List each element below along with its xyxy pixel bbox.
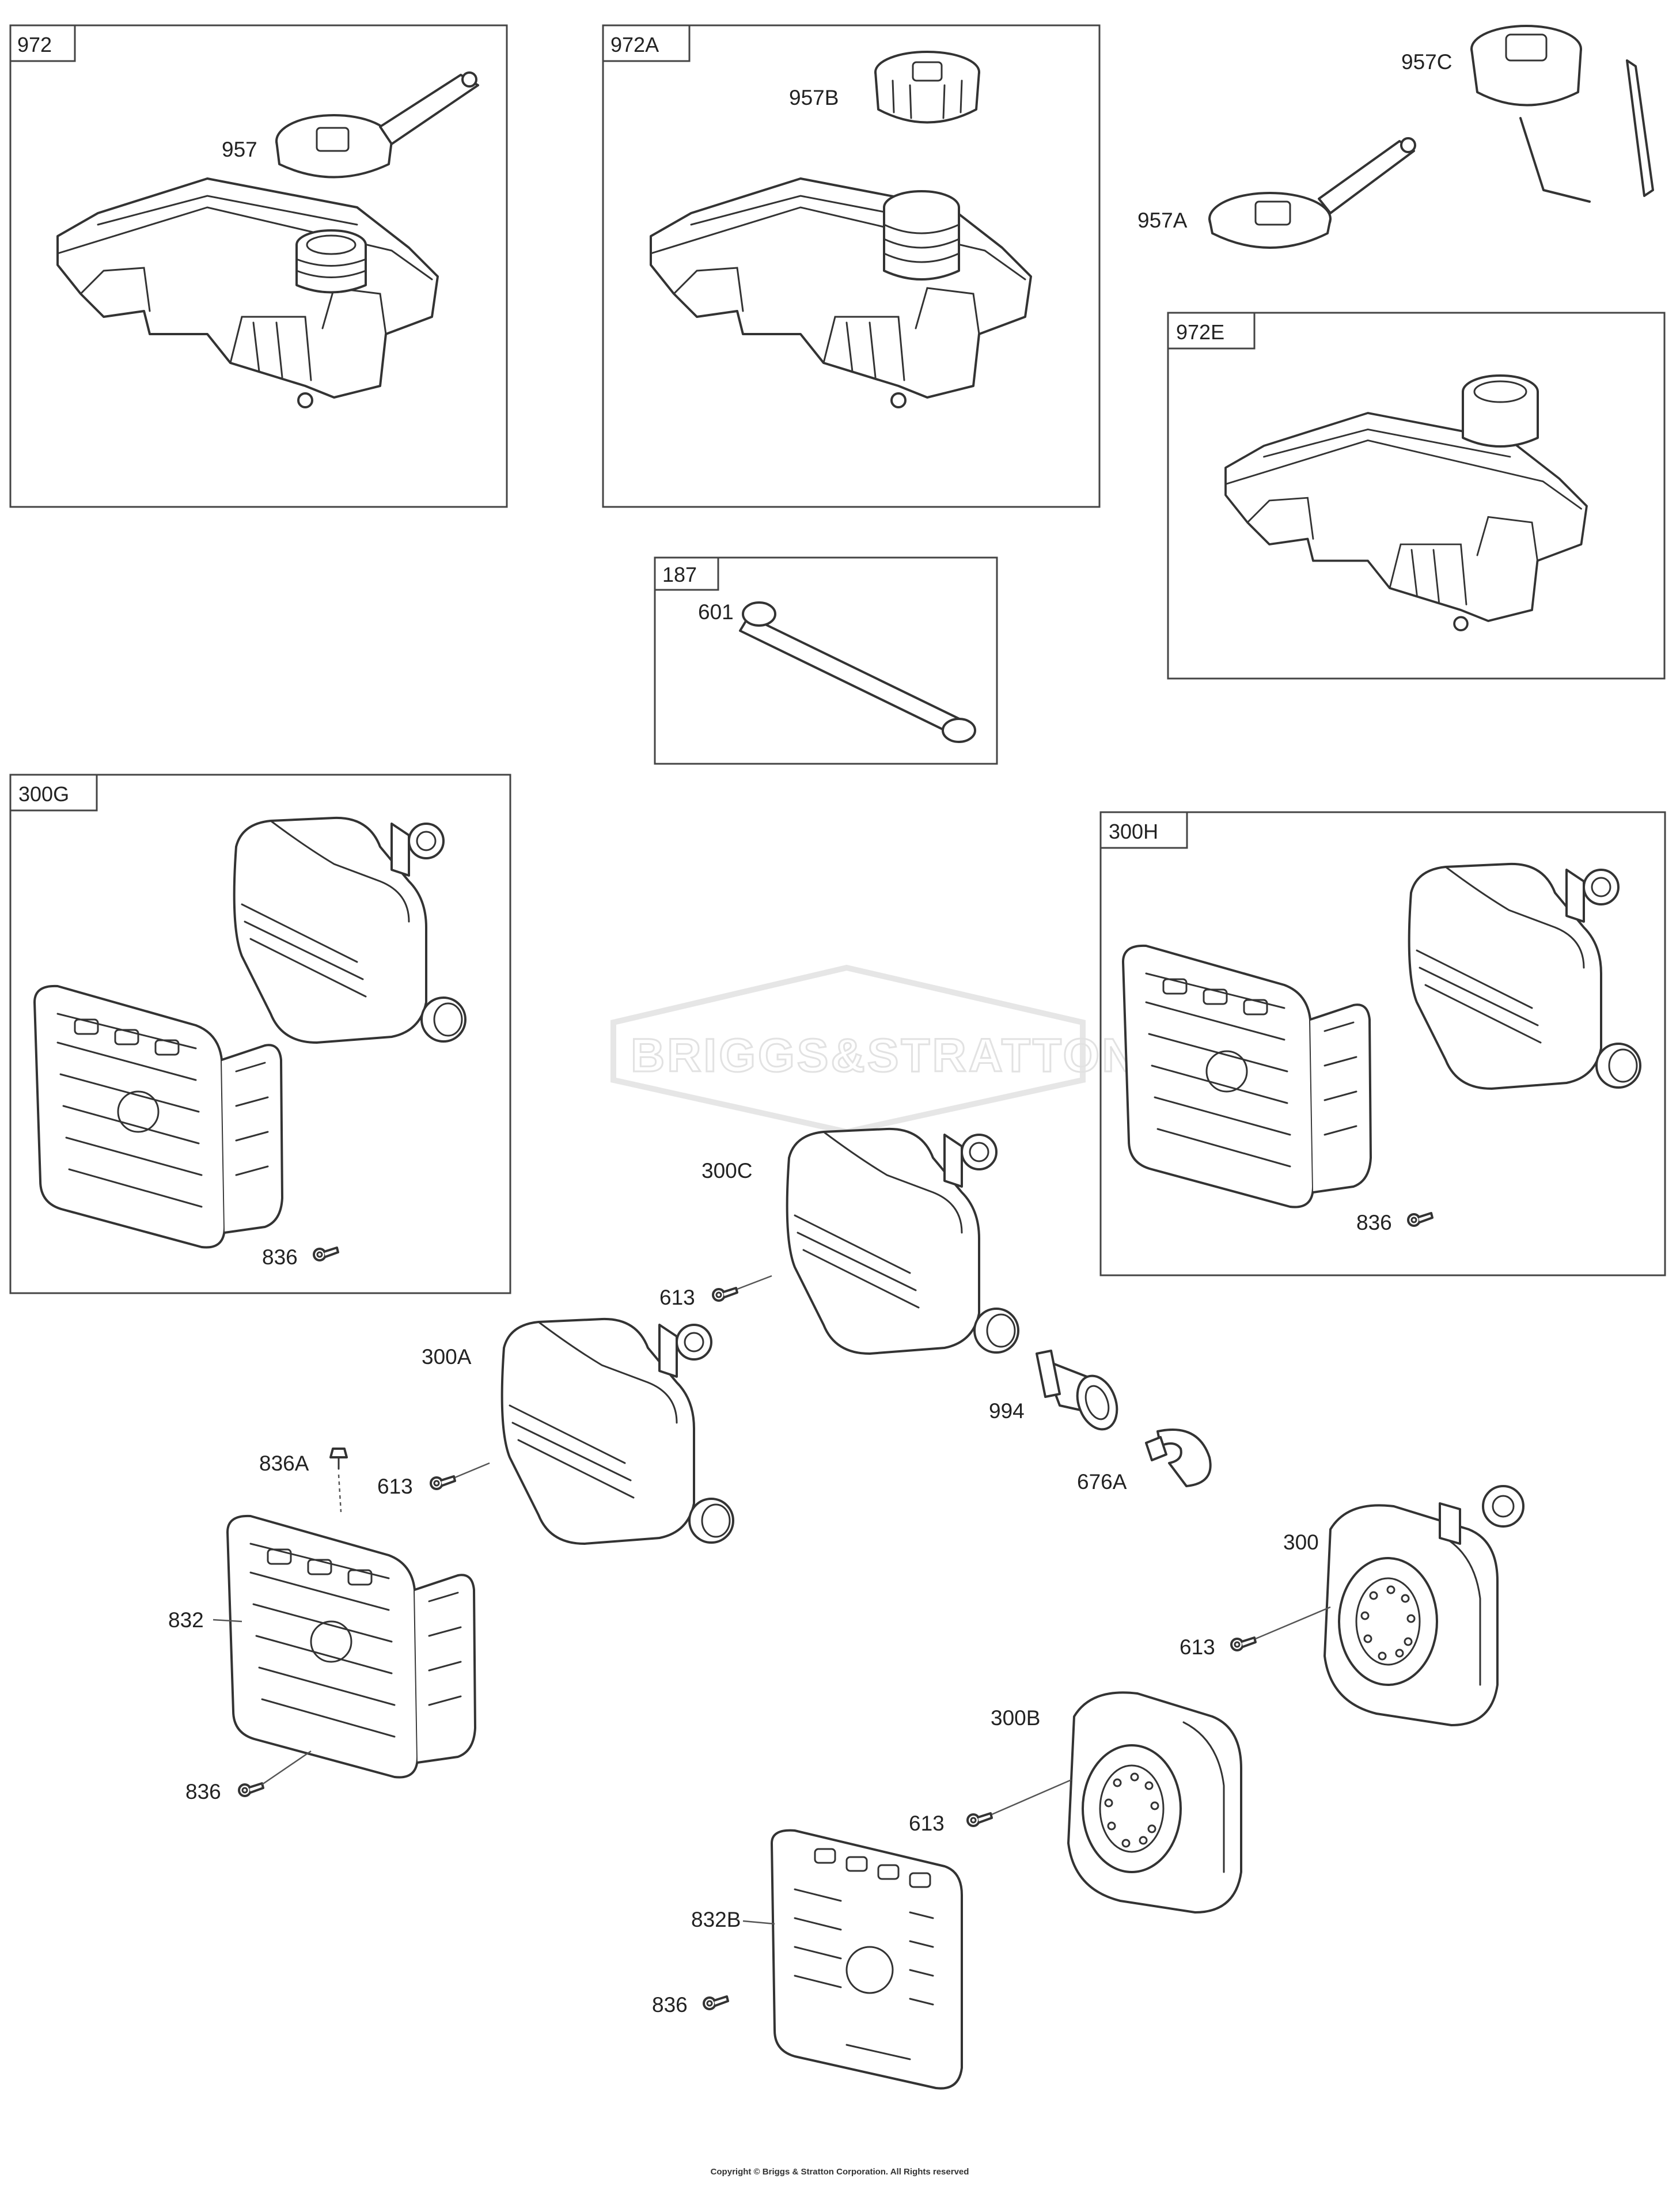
- box-300G: 300G 836: [9, 774, 511, 1294]
- callout-300: 300: [1283, 1530, 1319, 1554]
- callout-613-300B: 613: [909, 1812, 945, 1835]
- muffler-300A-icon: [500, 1317, 734, 1545]
- callout-300C: 300C: [701, 1159, 752, 1183]
- callout-613-300A: 613: [377, 1475, 413, 1498]
- fuel-tank-972E-icon: [1224, 412, 1588, 632]
- callout-836-300G: 836: [262, 1245, 298, 1269]
- fuel-cap-957A-icon: [1208, 137, 1416, 249]
- filler-neck-972E-icon: [1462, 374, 1539, 448]
- fuel-tank-972-icon: [56, 177, 439, 408]
- muffler-300C-icon: [786, 1127, 1019, 1355]
- callout-836-300H: 836: [1356, 1211, 1392, 1234]
- muffler-300-icon: [1323, 1504, 1499, 1726]
- fuel-line-601-icon: [739, 601, 976, 743]
- box-label-972A: 972A: [610, 33, 659, 56]
- callout-601: 601: [698, 600, 734, 624]
- callout-613-300C: 613: [659, 1286, 695, 1309]
- bolt-836-832B-icon: [703, 1995, 729, 2010]
- outlet-994-icon: [1036, 1350, 1118, 1431]
- exhaust-port-300-icon: [1439, 1485, 1524, 1545]
- callout-836-832: 836: [185, 1780, 221, 1803]
- filler-neck-972-icon: [295, 229, 367, 294]
- filler-neck-972A-icon: [883, 190, 960, 281]
- callout-957B: 957B: [789, 86, 839, 109]
- callout-832: 832: [168, 1608, 204, 1632]
- callout-832B: 832B: [691, 1908, 741, 1931]
- callout-957C: 957C: [1401, 50, 1452, 74]
- callout-613-300: 613: [1180, 1635, 1215, 1659]
- bolt-836-832-icon: [238, 1782, 264, 1797]
- muffler-300B-icon: [1067, 1691, 1242, 1914]
- box-300H: 300H 836: [1099, 811, 1666, 1276]
- box-187: 187 601: [654, 556, 998, 765]
- bolt-613-300B-icon: [966, 1812, 993, 1827]
- callout-957A: 957A: [1137, 209, 1188, 232]
- muffler-300G-icon: [233, 816, 467, 1044]
- watermark: BRIGGS&STRATTON: [610, 964, 1139, 1135]
- callout-836A: 836A: [259, 1452, 309, 1475]
- bolt-613-300A-icon: [430, 1475, 456, 1490]
- bolt-613-300C-icon: [712, 1287, 738, 1302]
- watermark-text: BRIGGS&STRATTON: [631, 1029, 1139, 1082]
- callout-676A: 676A: [1077, 1470, 1127, 1494]
- bolt-836-300H-icon: [1407, 1212, 1434, 1227]
- copyright-text: Copyright © Briggs & Stratton Corporatio…: [711, 2167, 969, 2177]
- fuel-cap-957C-icon: [1470, 25, 1654, 203]
- box-972E: 972E: [1167, 312, 1666, 680]
- muffler-300H-icon: [1408, 862, 1641, 1090]
- box-label-972E: 972E: [1176, 320, 1224, 344]
- callout-836-832B: 836: [652, 1993, 688, 2017]
- box-972: 972 957: [9, 24, 508, 508]
- bolt-836A-icon: [329, 1448, 348, 1513]
- fuel-cap-957-icon: [275, 71, 479, 179]
- callout-957: 957: [222, 138, 257, 161]
- box-972A: 972A 957B: [602, 24, 1101, 508]
- heat-shield-300H-icon: [1122, 944, 1372, 1208]
- bolt-613-300-icon: [1230, 1636, 1257, 1651]
- fuel-cap-957B-icon: [874, 51, 980, 124]
- callout-300A: 300A: [422, 1345, 472, 1369]
- box-label-300H: 300H: [1109, 820, 1158, 843]
- heat-shield-832B-icon: [771, 1829, 963, 2090]
- box-label-187: 187: [662, 563, 697, 586]
- callout-994: 994: [989, 1399, 1025, 1423]
- bolt-836-300G-icon: [313, 1246, 339, 1261]
- callout-300B: 300B: [991, 1706, 1040, 1730]
- heat-shield-300G-icon: [33, 984, 283, 1249]
- box-label-972: 972: [17, 33, 52, 56]
- box-label-300G: 300G: [18, 782, 69, 806]
- fuel-tank-972A-icon: [650, 177, 1032, 408]
- heat-shield-832-icon: [226, 1514, 476, 1779]
- clamp-676A-icon: [1145, 1429, 1212, 1487]
